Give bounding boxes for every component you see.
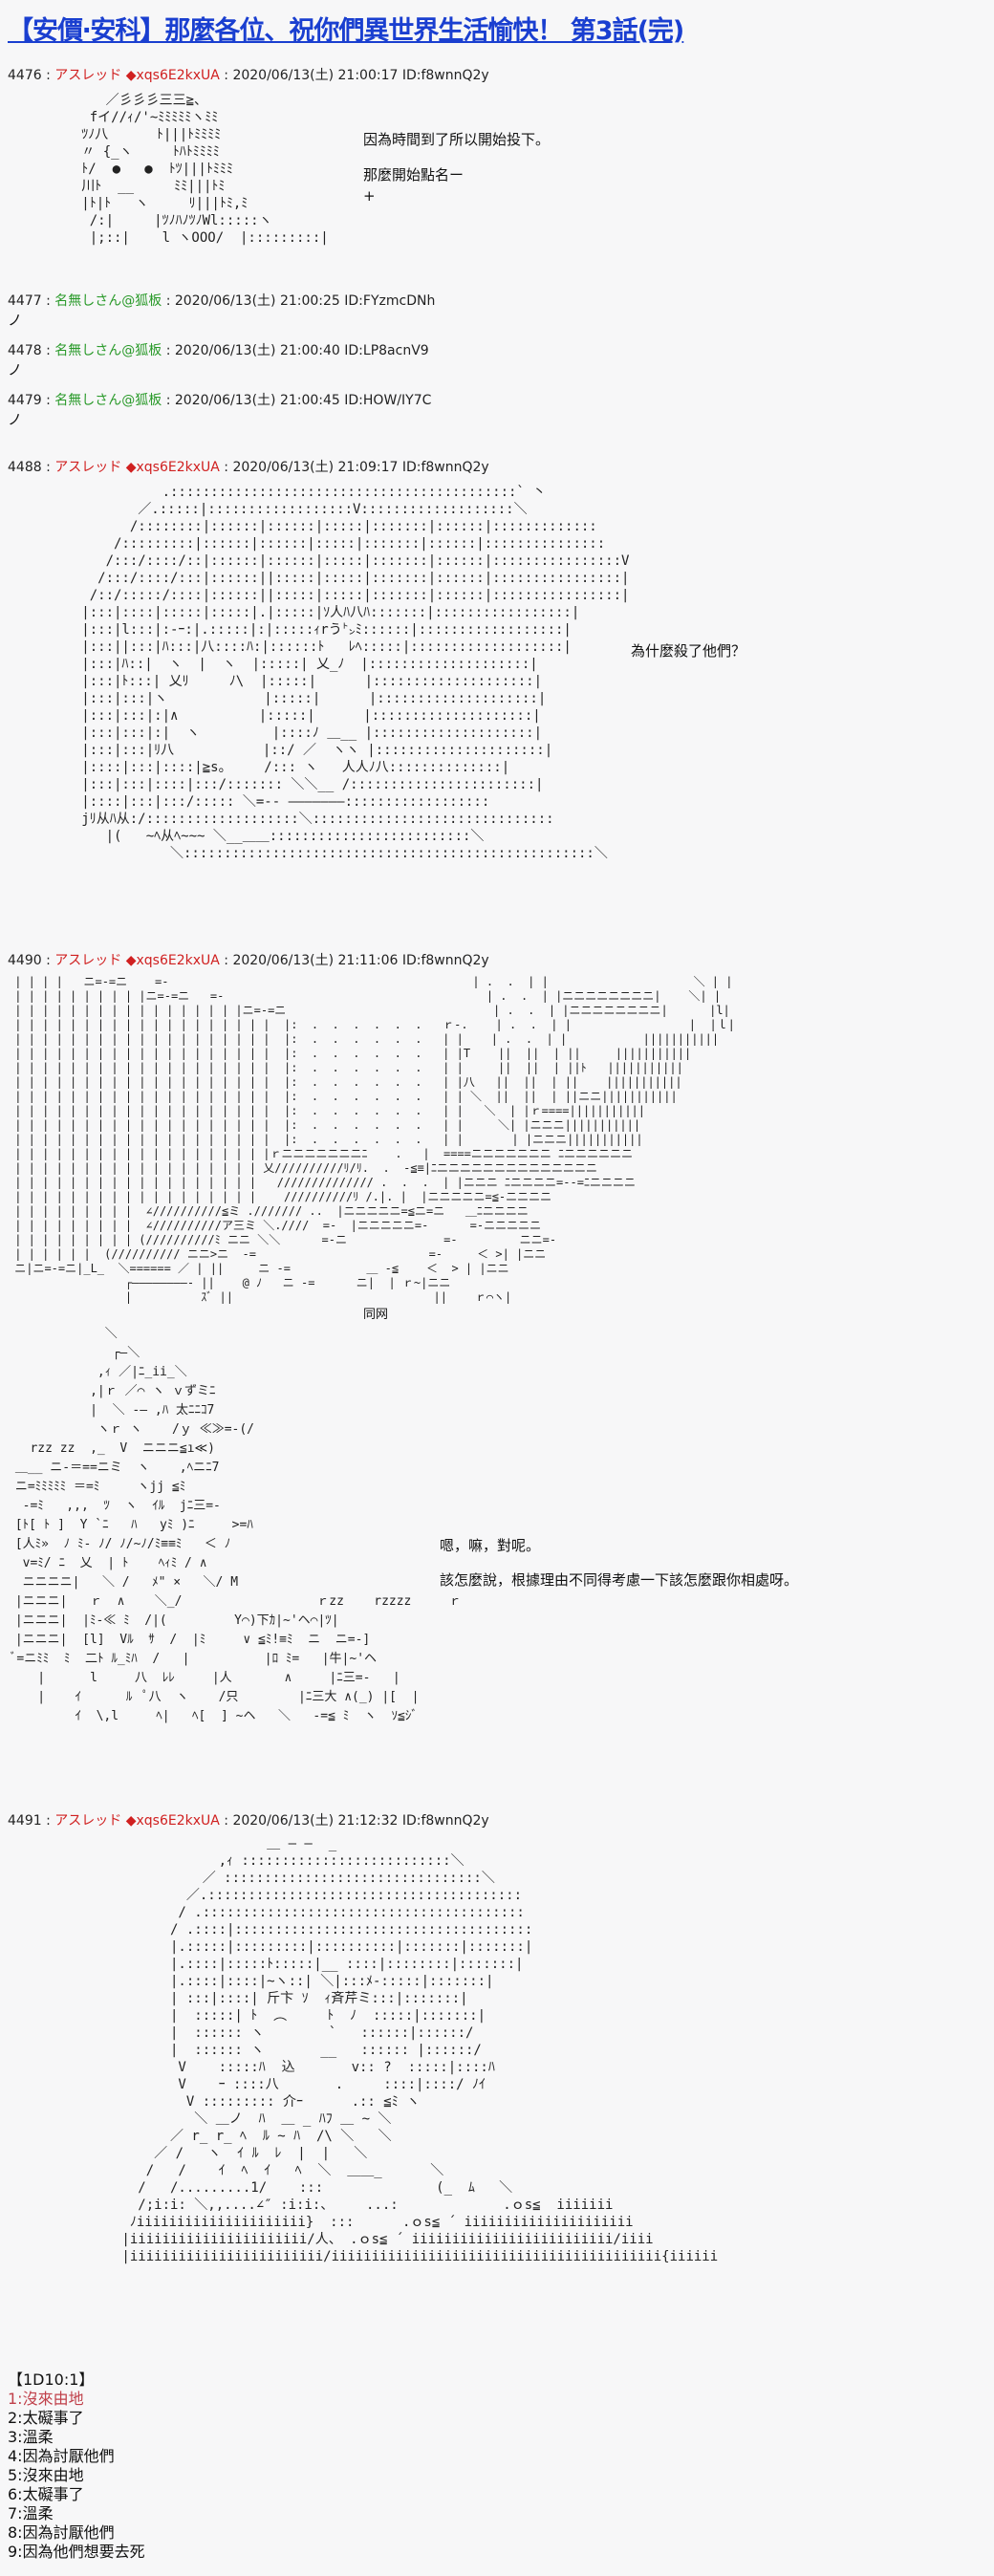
dialogue-text: 因為時間到了所以開始投下。 <box>363 131 551 148</box>
post-header: 4477 : 名無しさん@狐板 : 2020/06/13(土) 21:00:25… <box>8 291 435 310</box>
list-item: 2:太礙事了 <box>8 2409 84 2427</box>
separator: : <box>41 68 55 83</box>
dialogue-text: 那麼開始點名ー <box>363 166 465 184</box>
dialogue-text: 該怎麼說，根據理由不同得考慮一下該怎麼跟你相處呀。 <box>440 1571 799 1589</box>
post-number[interactable]: 4478 <box>8 343 42 358</box>
poster-name: 名無しさん@狐板 <box>54 343 162 358</box>
list-item: 8:因為討厭他們 <box>8 2523 115 2542</box>
post-body: ノ <box>8 411 23 428</box>
list-item-selected: 1:沒來由地 <box>8 2390 84 2408</box>
post-header: 4488 : アスレッド ◆xqs6E2kxUA : 2020/06/13(土)… <box>8 457 489 476</box>
separator: : <box>41 1813 55 1829</box>
post-header: 4478 : 名無しさん@狐板 : 2020/06/13(土) 21:00:40… <box>8 340 429 359</box>
post-number[interactable]: 4491 <box>8 1813 42 1829</box>
poster-trip: ◆xqs6E2kxUA <box>125 953 220 968</box>
post-number[interactable]: 4490 <box>8 953 42 968</box>
poster-name: アスレッド <box>54 68 122 83</box>
post-number[interactable]: 4476 <box>8 68 42 83</box>
ascii-art: | | | | ニ=-=ニ =- | . . | | ＼ | | | | | |… <box>14 975 735 1304</box>
poster-trip: ◆xqs6E2kxUA <box>125 460 220 475</box>
separator: : <box>41 293 55 309</box>
post-header: 4479 : 名無しさん@狐板 : 2020/06/13(土) 21:00:45… <box>8 390 431 409</box>
ascii-art: .:::::::::::::::::::::::::::::::::::::::… <box>81 485 630 861</box>
poster-trip: ◆xqs6E2kxUA <box>125 68 220 83</box>
poster-name: アスレッド <box>54 460 122 475</box>
poster-name: 名無しさん@狐板 <box>54 393 162 408</box>
list-item: 5:沒來由地 <box>8 2466 84 2484</box>
post-header: 4490 : アスレッド ◆xqs6E2kxUA : 2020/06/13(土)… <box>8 950 489 969</box>
ascii-art: ／彡彡彡三三≧、 fイ//ｨ/'~ﾐﾐﾐﾐﾐヽﾐﾐ ﾂﾉ八 ﾄ|||ﾄﾐﾐﾐﾐ … <box>81 93 329 246</box>
post-meta: : 2020/06/13(土) 21:09:17 ID:f8wnnQ2y <box>219 460 489 475</box>
post-meta: : 2020/06/13(土) 21:11:06 ID:f8wnnQ2y <box>219 953 489 968</box>
separator: : <box>41 460 55 475</box>
post-meta: : 2020/06/13(土) 21:00:40 ID:LP8acnV9 <box>162 343 429 358</box>
post-header: 4491 : アスレッド ◆xqs6E2kxUA : 2020/06/13(土)… <box>8 1810 489 1829</box>
dialogue-text: + <box>363 187 376 205</box>
post-number[interactable]: 4477 <box>8 293 42 309</box>
separator: : <box>41 343 55 358</box>
post-body: ノ <box>8 312 23 329</box>
ascii-art: ＿ ― ― _ ,ｨ ::::::::::::::::::::::::::＼ ／… <box>121 1836 719 2264</box>
dice-header: 【1D10:1】 <box>8 2370 95 2389</box>
post-meta: : 2020/06/13(土) 21:12:32 ID:f8wnnQ2y <box>219 1813 489 1829</box>
post-header: 4476 : アスレッド ◆xqs6E2kxUA : 2020/06/13(土)… <box>8 65 489 84</box>
dialogue-text: 為什麼殺了他們？ <box>631 642 746 660</box>
post-meta: : 2020/06/13(土) 21:00:17 ID:f8wnnQ2y <box>219 68 489 83</box>
thread-title-link[interactable]: 【安價‧安科】那麼各位、祝你們異世界生活愉快！ 第3話(完) <box>8 16 684 46</box>
dialogue-text: 嗯，嘛，對呢。 <box>440 1537 541 1554</box>
poster-name: アスレッド <box>54 1813 122 1829</box>
list-item: 7:溫柔 <box>8 2504 54 2522</box>
post-meta: : 2020/06/13(土) 21:00:45 ID:HOW/IY7C <box>162 393 432 408</box>
post-body: ノ <box>8 361 23 379</box>
post-meta: : 2020/06/13(土) 21:00:25 ID:FYzmcDNh <box>162 293 436 309</box>
separator: : <box>41 393 55 408</box>
poster-name: アスレッド <box>54 953 122 968</box>
ascii-art: ＼ ┌―＼ ,ｨ ／|ﾆ_ii_＼ ,|ｒ ／⌒ ヽ ｖずミﾆ | ＼ ‐― ,… <box>8 1327 462 1723</box>
list-item: 6:太礙事了 <box>8 2485 84 2503</box>
list-item: 3:溫柔 <box>8 2428 54 2446</box>
list-item: 9:因為他們想要去死 <box>8 2543 145 2561</box>
separator: : <box>41 953 55 968</box>
post-number[interactable]: 4488 <box>8 460 42 475</box>
poster-trip: ◆xqs6E2kxUA <box>125 1813 220 1829</box>
sign-text: 同网 <box>363 1308 389 1322</box>
list-item: 4:因為討厭他們 <box>8 2447 115 2465</box>
dice-result-list: 【1D10:1】 1:沒來由地 2:太礙事了 3:溫柔 4:因為討厭他們 5:沒… <box>8 2370 145 2562</box>
post-number[interactable]: 4479 <box>8 393 42 408</box>
poster-name: 名無しさん@狐板 <box>54 293 162 309</box>
